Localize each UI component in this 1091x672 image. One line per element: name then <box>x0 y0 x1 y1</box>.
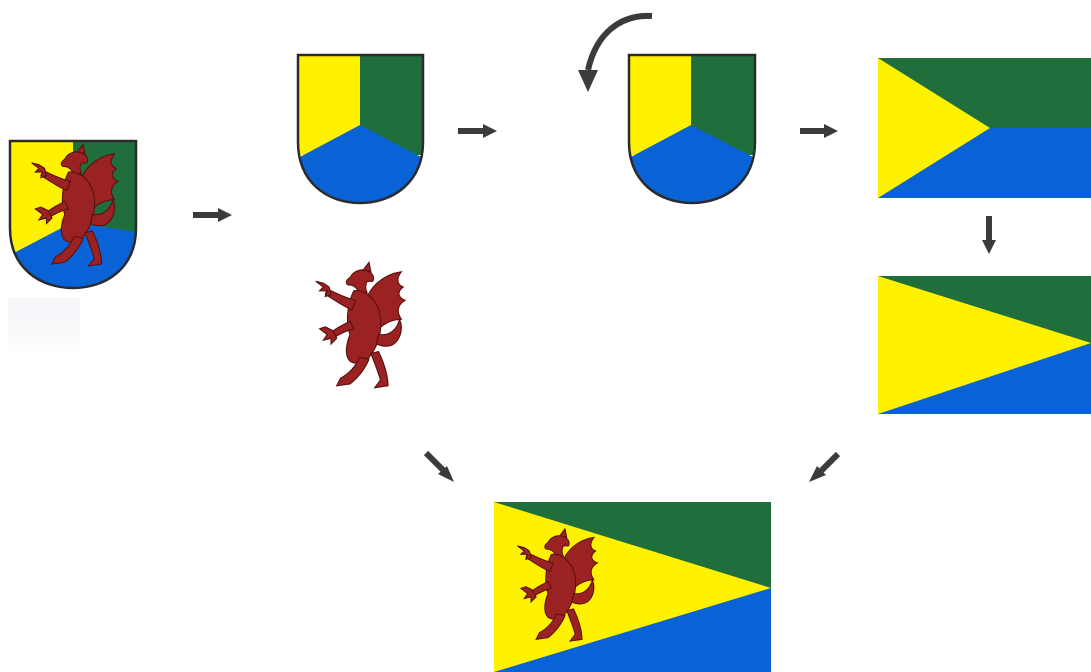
arrow-shield-to-rotated <box>458 124 497 138</box>
tinctures-shield <box>296 53 425 205</box>
arrow-griffin-to-final <box>423 450 454 482</box>
source-coat-of-arms <box>8 139 138 290</box>
arrow-rotated-to-flag <box>800 124 838 138</box>
griffin-figure <box>315 261 406 389</box>
arrow-flag2-to-final <box>809 451 841 482</box>
arrow-arms-to-shield <box>193 208 232 222</box>
scan-smudge <box>8 298 80 356</box>
rotated-tinctures-shield <box>627 53 757 205</box>
arrow-flag-to-flag2 <box>982 216 996 254</box>
griffin-icon <box>315 261 406 389</box>
flag-draft-1 <box>878 58 1091 198</box>
flag-draft-2 <box>878 276 1091 414</box>
arrow-rotate <box>578 12 653 92</box>
final-flag <box>494 502 771 672</box>
